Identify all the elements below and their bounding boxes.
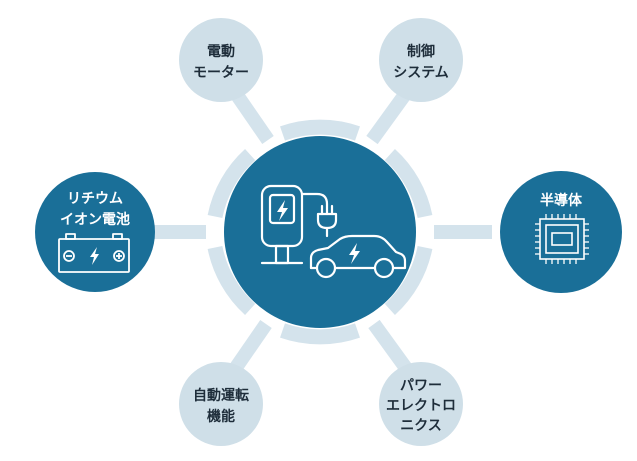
ring-segment-upper-right [384,149,433,219]
node-power-electronics: パワー エレクトロ ニクス [379,362,463,446]
node-control-label-line-1: 制御 [407,43,435,60]
battery-icon [58,233,130,273]
ring-segment-lower-right [384,245,433,315]
node-power-electronics-label-line-1: パワー [400,378,442,394]
ring-segment-lower-left [207,245,256,315]
node-battery-label-line-2: イオン電池 [60,211,130,228]
node-motor: 電動 モーター [179,18,263,102]
charging-station-icon [260,184,329,265]
plug-icon [316,204,338,238]
hub-circle [224,136,416,328]
node-autonomous-circle [179,362,263,446]
node-power-electronics-label-line-3: ニクス [400,418,442,434]
ring-segment-bottom [280,323,360,345]
node-semiconductor-circle [500,171,622,293]
node-control-label-line-2: システム [393,65,449,81]
ring-segment-top [280,119,360,141]
node-power-electronics-circle [379,362,463,446]
outer-ring [207,119,433,345]
lightning-icon [277,200,288,221]
battery-lightning-icon [90,247,99,265]
node-autonomous-label-line-1: 自動運転 [193,387,249,404]
node-battery-label-line-1: リチウム [67,191,123,207]
ring-segment-upper-left [207,149,256,219]
node-battery-circle [35,172,155,292]
node-control: 制御 システム [379,18,463,102]
hub [224,136,416,328]
car-lightning-icon [349,243,360,264]
node-semiconductor-label: 半導体 [540,192,583,209]
node-control-circle [379,18,463,102]
node-power-electronics-label-line-2: エレクトロ [386,398,456,414]
node-semiconductor: 半導体 [500,171,622,293]
node-autonomous-label-line-2: 機能 [207,408,235,425]
chip-icon [535,214,589,264]
node-motor-label-line-1: 電動 [207,43,235,60]
electric-car-icon [309,234,407,279]
node-motor-label-line-2: モーター [193,65,249,81]
node-motor-circle [179,18,263,102]
node-battery: リチウム イオン電池 [35,172,155,292]
node-autonomous: 自動運転 機能 [179,362,263,446]
